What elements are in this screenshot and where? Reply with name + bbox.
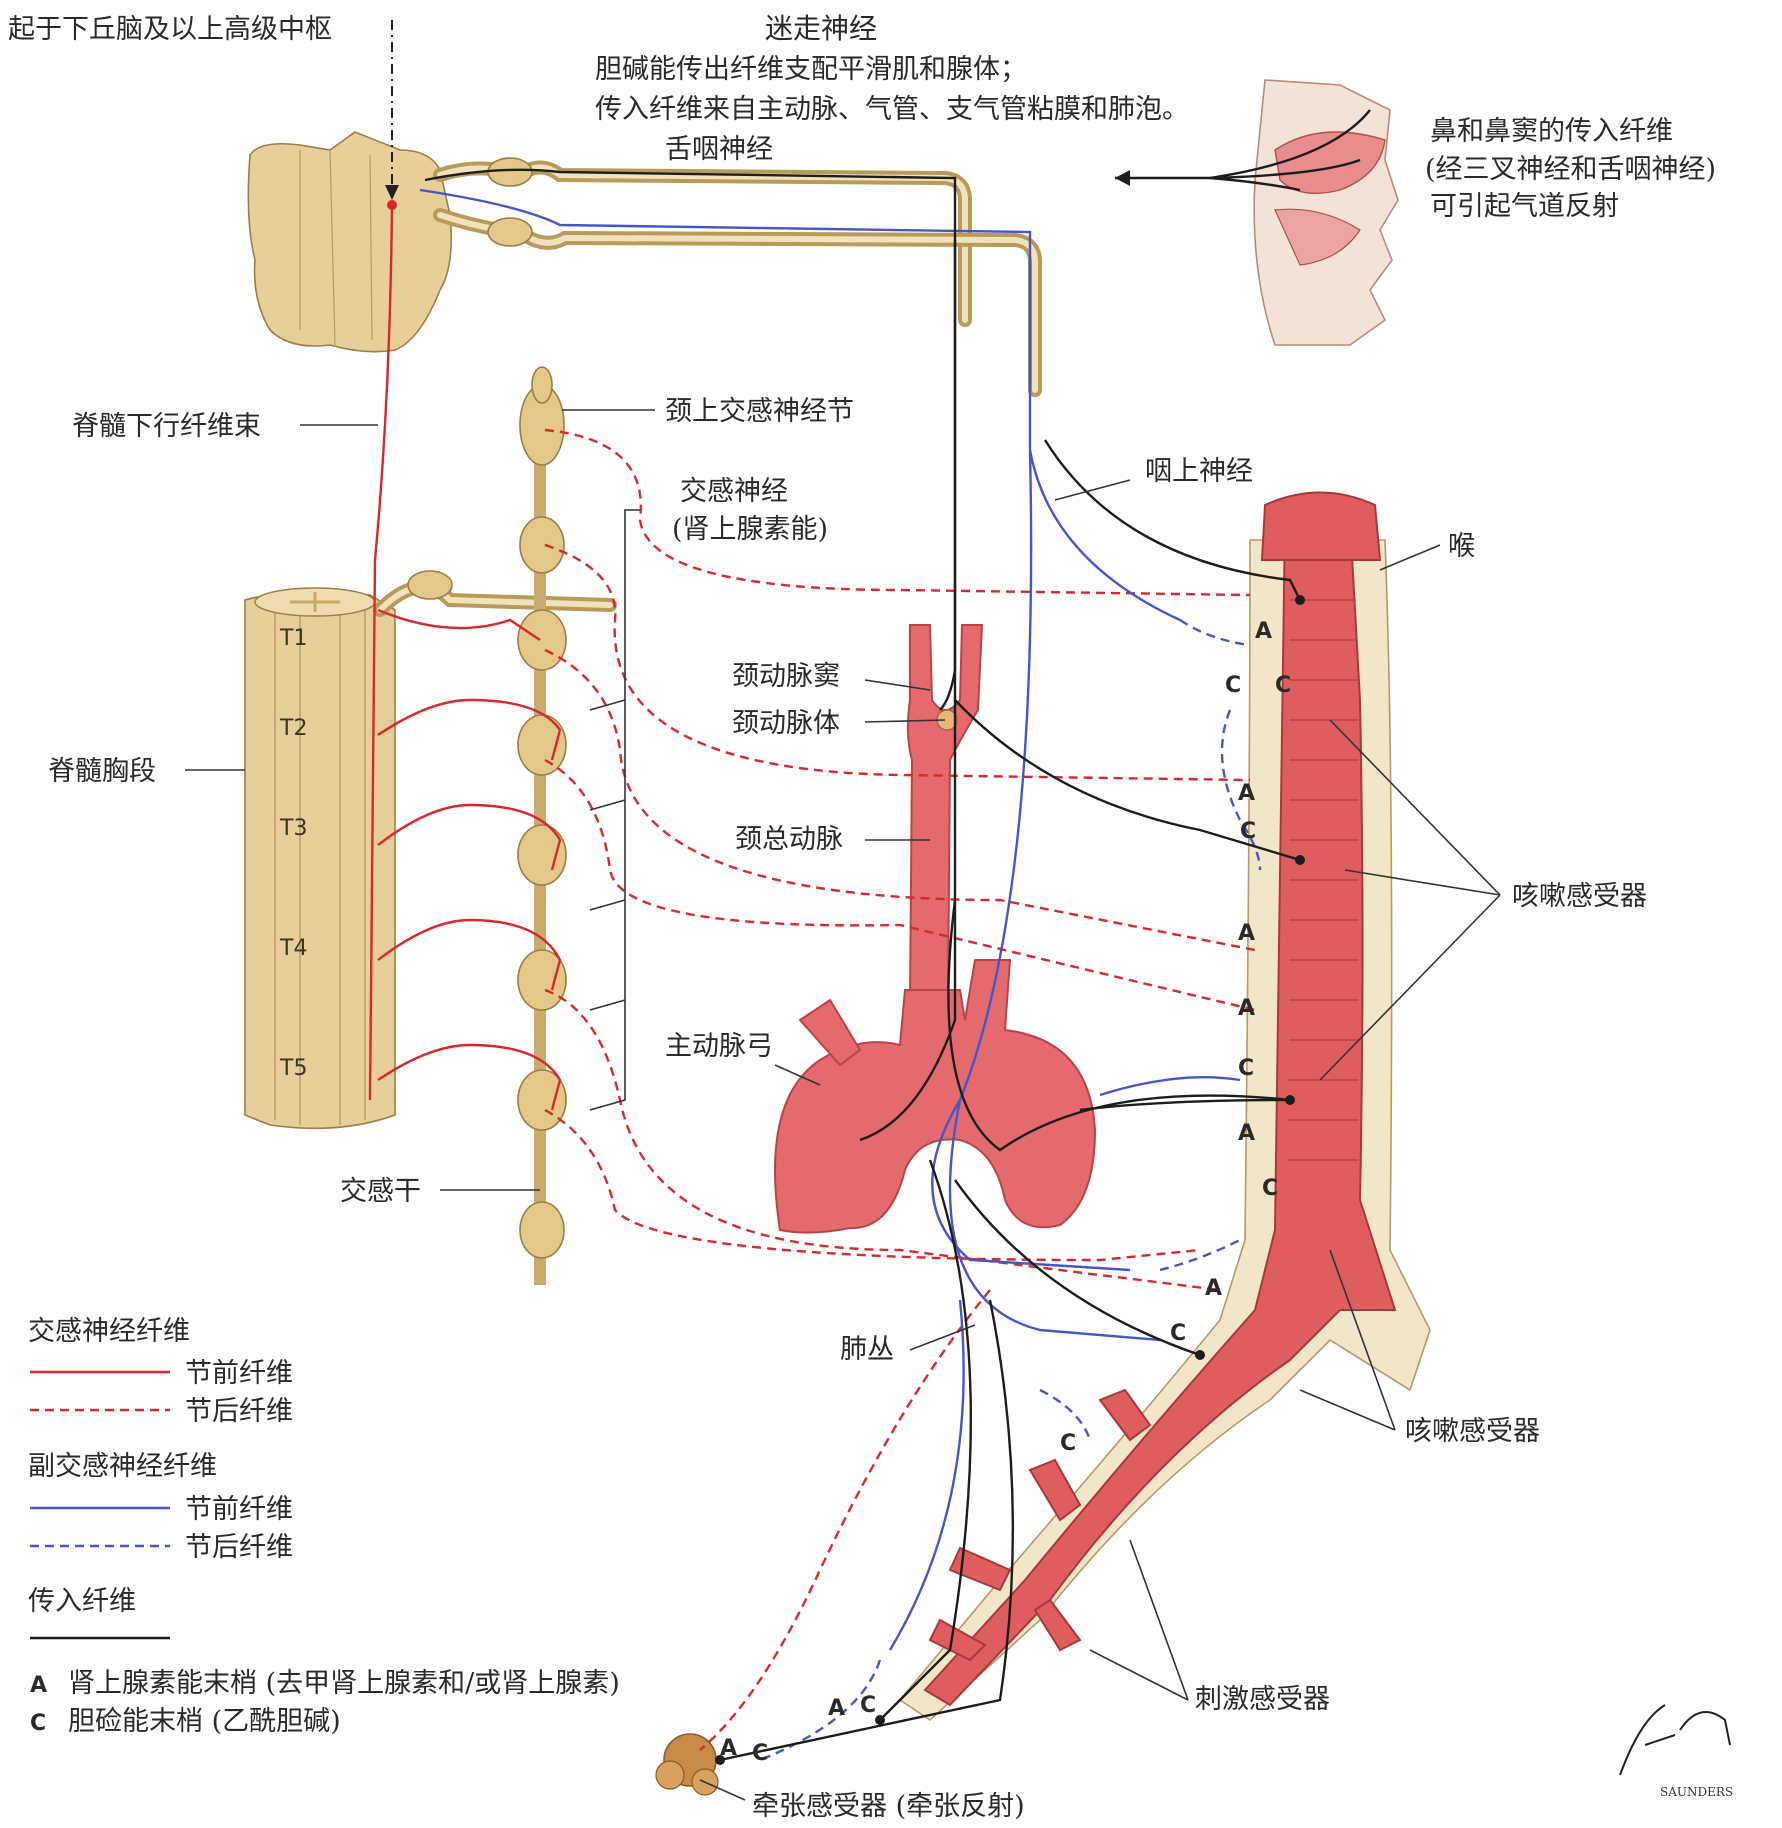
segment-t3: T3	[279, 816, 307, 841]
label-vagus-afferent: 传入纤维来自主动脉、气管、支气管粘膜和肺泡。	[595, 94, 1189, 125]
legend-note-a-key: A	[30, 1673, 47, 1698]
legend-note-a-text: 肾上腺素能末梢 (去甲肾上腺素和/或肾上腺素)	[68, 1668, 620, 1699]
label-larynx: 喉	[1448, 531, 1475, 562]
legend: 交感神经纤维 节前纤维 节后纤维 副交感神经纤维 节前纤维 节后纤维 传入纤维 …	[28, 1316, 620, 1737]
label-nasal-line2: (经三叉神经和舌咽神经)	[1425, 154, 1716, 185]
medulla-section	[248, 132, 451, 352]
legend-sympathetic-title: 交感神经纤维	[28, 1316, 190, 1347]
carotid-artery	[908, 625, 982, 1000]
mark-c: C	[752, 1741, 768, 1766]
legend-sympathetic-pre: 节前纤维	[185, 1358, 293, 1389]
mark-a: A	[1255, 619, 1272, 644]
legend-parasympathetic-title: 副交感神经纤维	[28, 1451, 217, 1482]
label-carotid-sinus: 颈动脉窦	[732, 661, 840, 692]
mark-c: C	[1238, 1056, 1254, 1081]
segment-t5: T5	[279, 1056, 307, 1081]
mark-c: C	[1262, 1176, 1278, 1201]
label-sympathetic-nerve: 交感神经	[680, 476, 788, 507]
mark-c: C	[1240, 819, 1256, 844]
label-common-carotid: 颈总动脉	[735, 824, 843, 855]
mark-c: C	[1275, 673, 1291, 698]
mark-a: A	[1205, 1276, 1222, 1301]
mark-a: A	[828, 1696, 845, 1721]
mark-c: C	[1170, 1321, 1186, 1346]
legend-parasympathetic-pre: 节前纤维	[185, 1494, 293, 1525]
label-carotid-body: 颈动脉体	[732, 708, 840, 739]
label-cough-receptors-lower: 咳嗽感受器	[1405, 1416, 1540, 1447]
publisher-mark: SAUNDERS	[1660, 1785, 1733, 1799]
label-superior-cervical-ganglion: 颈上交感神经节	[665, 396, 854, 427]
legend-parasympathetic-post: 节后纤维	[185, 1532, 293, 1563]
label-adrenergic: (肾上腺素能)	[672, 514, 828, 545]
label-nasal-line3: 可引起气道反射	[1430, 191, 1619, 222]
segment-t4: T4	[279, 936, 307, 961]
label-sympathetic-trunk: 交感干	[340, 1176, 421, 1207]
label-higher-centers: 起于下丘脑及以上高级中枢	[8, 14, 332, 45]
mark-a: A	[1238, 996, 1255, 1021]
label-vagus-title: 迷走神经	[765, 12, 877, 45]
label-pulmonary-plexus: 肺丛	[840, 1334, 894, 1365]
vagus-nerve-bundle	[440, 158, 1035, 390]
mark-a: A	[1238, 781, 1255, 806]
legend-note-c-text: 胆硷能末梢 (乙酰胆碱)	[68, 1706, 341, 1737]
label-vagus-efferent: 胆碱能传出纤维支配平滑肌和腺体；	[595, 54, 1027, 85]
mark-a: A	[1238, 921, 1255, 946]
mark-c: C	[1060, 1431, 1076, 1456]
legend-sympathetic-post: 节后纤维	[185, 1396, 293, 1427]
label-descending-tract: 脊髓下行纤维束	[72, 411, 261, 442]
mark-c: C	[860, 1693, 876, 1718]
label-nasal-line1: 鼻和鼻窦的传入纤维	[1430, 116, 1673, 147]
mark-a: A	[720, 1736, 737, 1761]
legend-note-c-key: C	[30, 1711, 46, 1736]
label-stretch-receptors: 牵张感受器 (牵张反射)	[752, 1791, 1025, 1822]
sympathetic-trunk-chain	[518, 367, 566, 1285]
legend-afferent-title: 传入纤维	[28, 1586, 136, 1617]
mark-a: A	[1238, 1121, 1255, 1146]
vagal-ganglion	[488, 218, 532, 246]
artist-signature: SAUNDERS	[1620, 1705, 1733, 1799]
label-irritant-receptors: 刺激感受器	[1195, 1684, 1330, 1715]
segment-t1: T1	[279, 626, 307, 651]
label-cough-receptors-upper: 咳嗽感受器	[1512, 881, 1647, 912]
label-glossopharyngeal: 舌咽神经	[665, 134, 773, 165]
aortic-arch	[775, 960, 1095, 1233]
label-superior-laryngeal: 咽上神经	[1145, 456, 1253, 487]
segment-t2: T2	[279, 716, 307, 741]
label-thoracic-spinal-cord: 脊髓胸段	[48, 756, 156, 787]
glossopharyngeal-ganglion	[488, 158, 532, 186]
mark-c: C	[1225, 673, 1241, 698]
label-aortic-arch: 主动脉弓	[665, 1031, 773, 1062]
